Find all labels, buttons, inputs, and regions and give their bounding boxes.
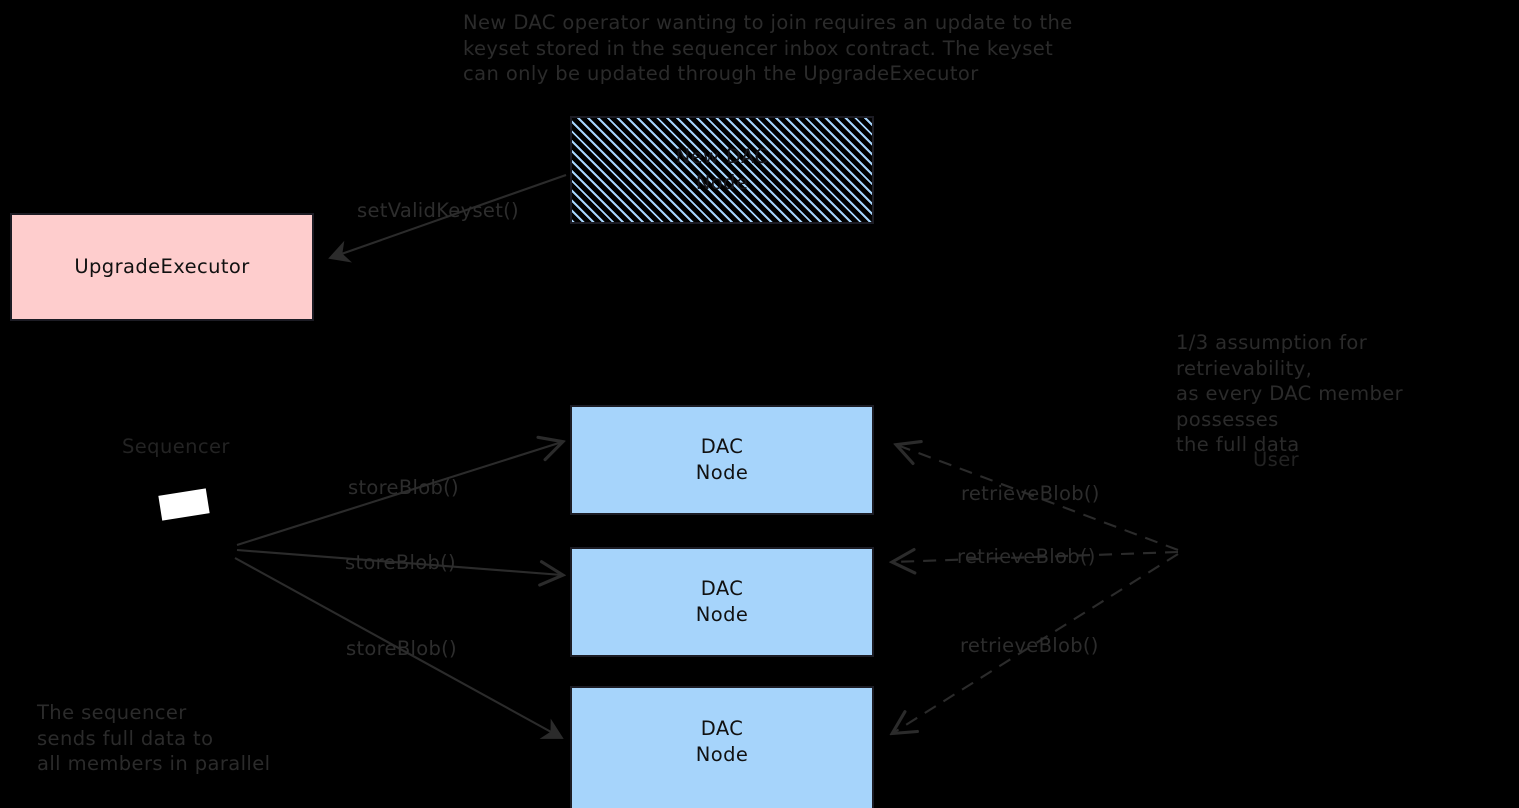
edge-store-blob-1 [236,442,562,547]
edge-store-blob-3 [234,557,564,739]
edge-retrieve-blob-1 [897,445,1179,551]
edge-label-retrieve-blob-1: retrieveBlob() [961,482,1100,505]
node-dac-node-1[interactable]: DAC Node [570,405,874,515]
node-new-dac-node[interactable]: New DAC Node [570,116,874,224]
node-upgrade-executor-label: UpgradeExecutor [74,255,250,278]
edge-set-valid-keyset [328,174,567,263]
node-user-label: User [1253,448,1300,471]
edge-label-store-blob-1: storeBlob() [348,476,459,499]
bottom-left-annotation-note: The sequencer sends full data to all mem… [37,701,271,775]
edge-store-blob-2 [236,548,562,575]
node-dac-node-3[interactable]: DAC Node [570,686,874,808]
node-dac-node-1-label: DAC Node [695,435,749,484]
top-annotation-note: New DAC operator wanting to join require… [463,11,1073,85]
node-dac-node-3-label: DAC Node [695,716,749,766]
node-new-dac-node-label: New DAC Node [675,145,769,194]
edge-label-retrieve-blob-2: retrieveBlob() [957,545,1096,568]
edge-label-store-blob-2: storeBlob() [345,551,456,574]
edge-retrieve-blob-2 [893,552,1179,562]
edge-label-store-blob-3: storeBlob() [346,637,457,660]
right-annotation-note: 1/3 assumption for retrievability, as ev… [1176,331,1404,456]
edge-label-set-valid-keyset: setValidKeyset() [357,199,519,222]
edge-retrieve-blob-3 [893,553,1179,733]
node-dac-node-2[interactable]: DAC Node [570,547,874,657]
node-upgrade-executor[interactable]: UpgradeExecutor [10,213,314,321]
edge-label-retrieve-blob-3: retrieveBlob() [960,634,1099,657]
node-dac-node-2-label: DAC Node [695,577,749,626]
node-sequencer-label: Sequencer [122,435,230,458]
